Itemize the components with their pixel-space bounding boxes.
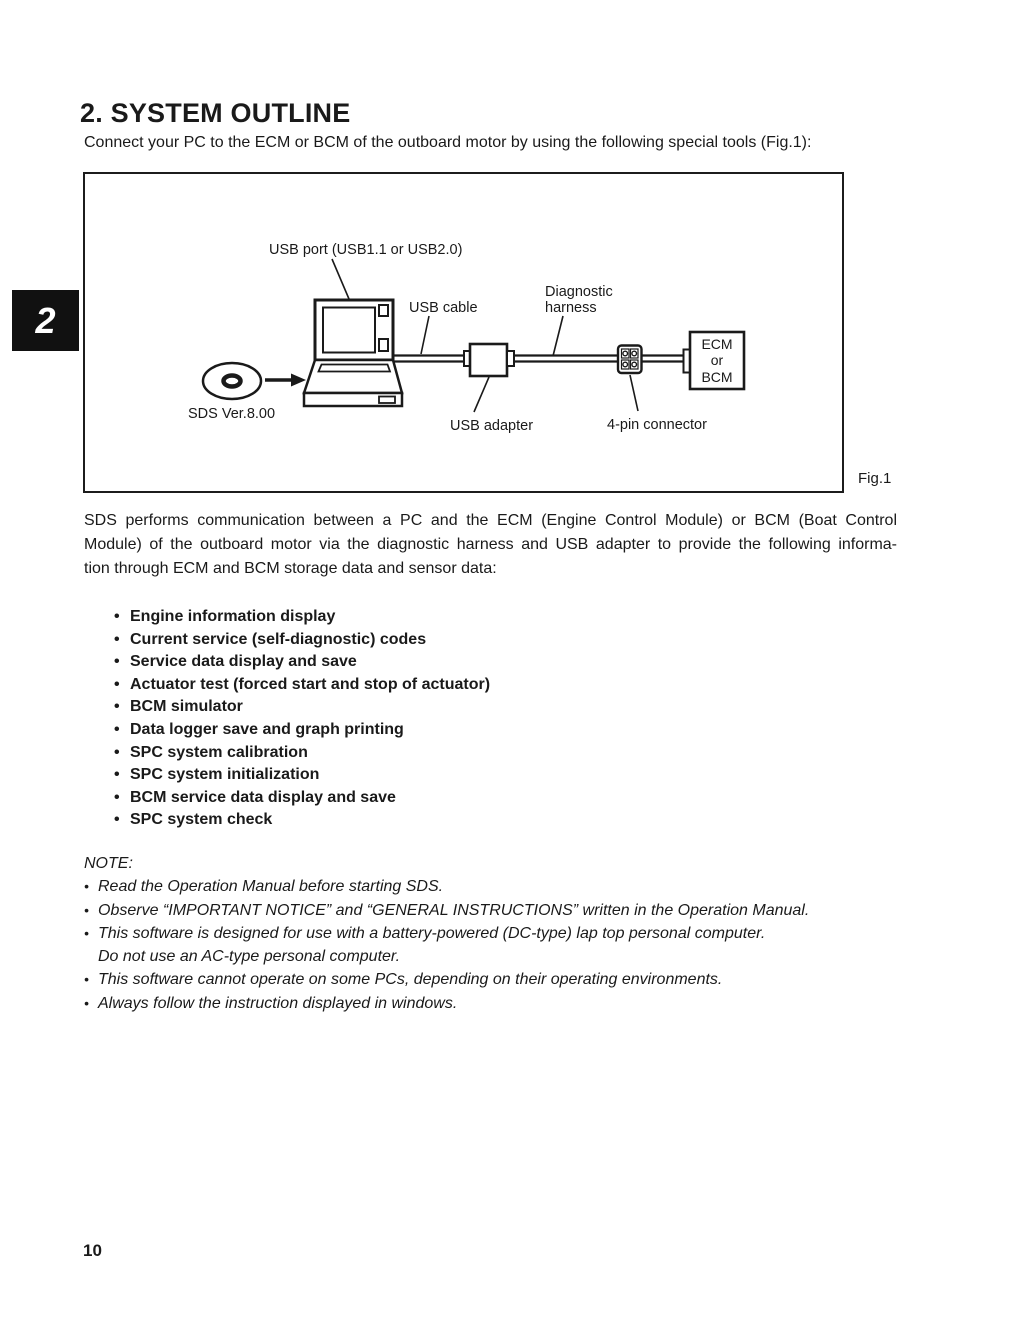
usb-cable-leader-line xyxy=(420,315,430,355)
arrow-icon xyxy=(265,373,306,387)
list-item: • BCM service data display and save xyxy=(114,787,490,810)
ecm-bcm-box xyxy=(682,330,746,391)
diagnostic-harness-label-line1: Diagnostic xyxy=(545,284,613,300)
feature-text: SPC system check xyxy=(130,811,273,829)
bullet-icon: • xyxy=(114,811,120,829)
figure-frame: USB port (USB1.1 or USB2.0) SDS Ver.8.00 xyxy=(83,172,844,493)
ecm-box-label-line2: or xyxy=(711,352,724,368)
note-text: This software cannot operate on some PCs… xyxy=(98,971,723,989)
paragraph-line: Module) of the outboard motor via the di… xyxy=(84,536,897,553)
list-item: • SPC system initialization xyxy=(114,764,490,787)
list-item: • Service data display and save xyxy=(114,651,490,674)
usb-adapter-leader-line xyxy=(473,376,490,413)
list-item: • Actuator test (forced start and stop o… xyxy=(114,674,490,697)
list-item: • Always follow the instruction displaye… xyxy=(84,992,809,1015)
feature-text: BCM service data display and save xyxy=(130,788,396,806)
page-number: 10 xyxy=(83,1241,102,1260)
bullet-icon: • xyxy=(84,971,89,988)
chapter-tab: 2 xyxy=(12,290,79,351)
usb-adapter-icon xyxy=(463,342,515,378)
list-item: • This software is designed for use with… xyxy=(84,922,809,945)
feature-text: Actuator test (forced start and stop of … xyxy=(130,675,491,693)
bullet-icon: • xyxy=(114,653,120,671)
note-section: NOTE: • Read the Operation Manual before… xyxy=(84,852,809,1015)
usb-port-leader-line xyxy=(331,258,350,300)
feature-list: • Engine information display • Current s… xyxy=(114,606,490,832)
four-pin-connector-label: 4-pin connector xyxy=(607,417,707,433)
chapter-tab-number: 2 xyxy=(35,299,56,341)
bullet-icon: • xyxy=(114,788,120,806)
usb-cable-line xyxy=(393,354,466,363)
diagnostic-harness-line xyxy=(514,354,618,363)
feature-text: Engine information display xyxy=(130,608,336,625)
bullet-icon: • xyxy=(114,698,120,716)
feature-text: Current service (self-diagnostic) codes xyxy=(130,630,427,648)
usb-port-label: USB port (USB1.1 or USB2.0) xyxy=(269,242,462,258)
paragraph-line: tion through ECM and BCM storage data an… xyxy=(84,560,497,577)
usb-adapter-label: USB adapter xyxy=(450,418,533,434)
feature-text: BCM simulator xyxy=(130,698,243,716)
feature-text: SPC system calibration xyxy=(130,743,308,761)
list-item: • Engine information display xyxy=(114,606,490,629)
list-item: • BCM simulator xyxy=(114,696,490,719)
bullet-icon: • xyxy=(84,878,89,895)
bullet-icon: • xyxy=(114,630,120,648)
list-item: • Data logger save and graph printing xyxy=(114,719,490,742)
bullet-icon: • xyxy=(84,901,89,918)
ecm-box-label-line1: ECM xyxy=(701,336,732,352)
paragraph-line: SDS performs communication between a PC … xyxy=(84,512,897,529)
page-title: 2. SYSTEM OUTLINE xyxy=(80,98,351,128)
four-pin-leader-line xyxy=(629,374,639,412)
laptop-icon xyxy=(302,298,404,408)
ecm-box-label-line3: BCM xyxy=(701,369,732,385)
feature-text: SPC system initialization xyxy=(130,766,320,784)
figure-caption: Fig.1 xyxy=(858,470,892,487)
note-continuation-text: Do not use an AC-type personal computer. xyxy=(98,948,401,966)
feature-text: Data logger save and graph printing xyxy=(130,720,404,738)
list-item: • This software cannot operate on some P… xyxy=(84,968,809,991)
diagnostic-harness-leader-line xyxy=(552,315,564,357)
ecm-cable-line xyxy=(641,354,685,363)
bullet-icon: • xyxy=(114,608,120,625)
sds-version-label: SDS Ver.8.00 xyxy=(188,406,275,422)
usb-cable-label: USB cable xyxy=(409,300,478,316)
note-text: This software is designed for use with a… xyxy=(98,924,766,942)
list-item: • Current service (self-diagnostic) code… xyxy=(114,629,490,652)
body-paragraph: SDS performs communication between a PC … xyxy=(84,509,897,581)
note-text: Read the Operation Manual before startin… xyxy=(98,878,444,896)
bullet-icon: • xyxy=(114,766,120,784)
list-item: • Observe “IMPORTANT NOTICE” and “GENERA… xyxy=(84,899,809,922)
diagnostic-harness-label-line2: harness xyxy=(545,300,597,316)
list-item: • SPC system calibration xyxy=(114,742,490,765)
list-item: • Read the Operation Manual before start… xyxy=(84,875,809,898)
note-heading: NOTE: xyxy=(84,855,133,872)
intro-text: Connect your PC to the ECM or BCM of the… xyxy=(84,134,812,151)
bullet-icon: • xyxy=(84,994,89,1011)
bullet-icon: • xyxy=(114,720,120,738)
connection-diagram: USB port (USB1.1 or USB2.0) SDS Ver.8.00 xyxy=(188,242,746,434)
bullet-icon: • xyxy=(114,743,120,761)
bullet-icon: • xyxy=(84,924,89,941)
note-text: Always follow the instruction displayed … xyxy=(98,994,458,1012)
cd-disc-icon xyxy=(201,361,263,401)
four-pin-connector-icon xyxy=(616,344,643,375)
bullet-icon: • xyxy=(114,675,120,693)
feature-text: Service data display and save xyxy=(130,653,357,671)
list-item: • SPC system check xyxy=(114,809,490,832)
note-text: Observe “IMPORTANT NOTICE” and “GENERAL … xyxy=(98,901,810,919)
